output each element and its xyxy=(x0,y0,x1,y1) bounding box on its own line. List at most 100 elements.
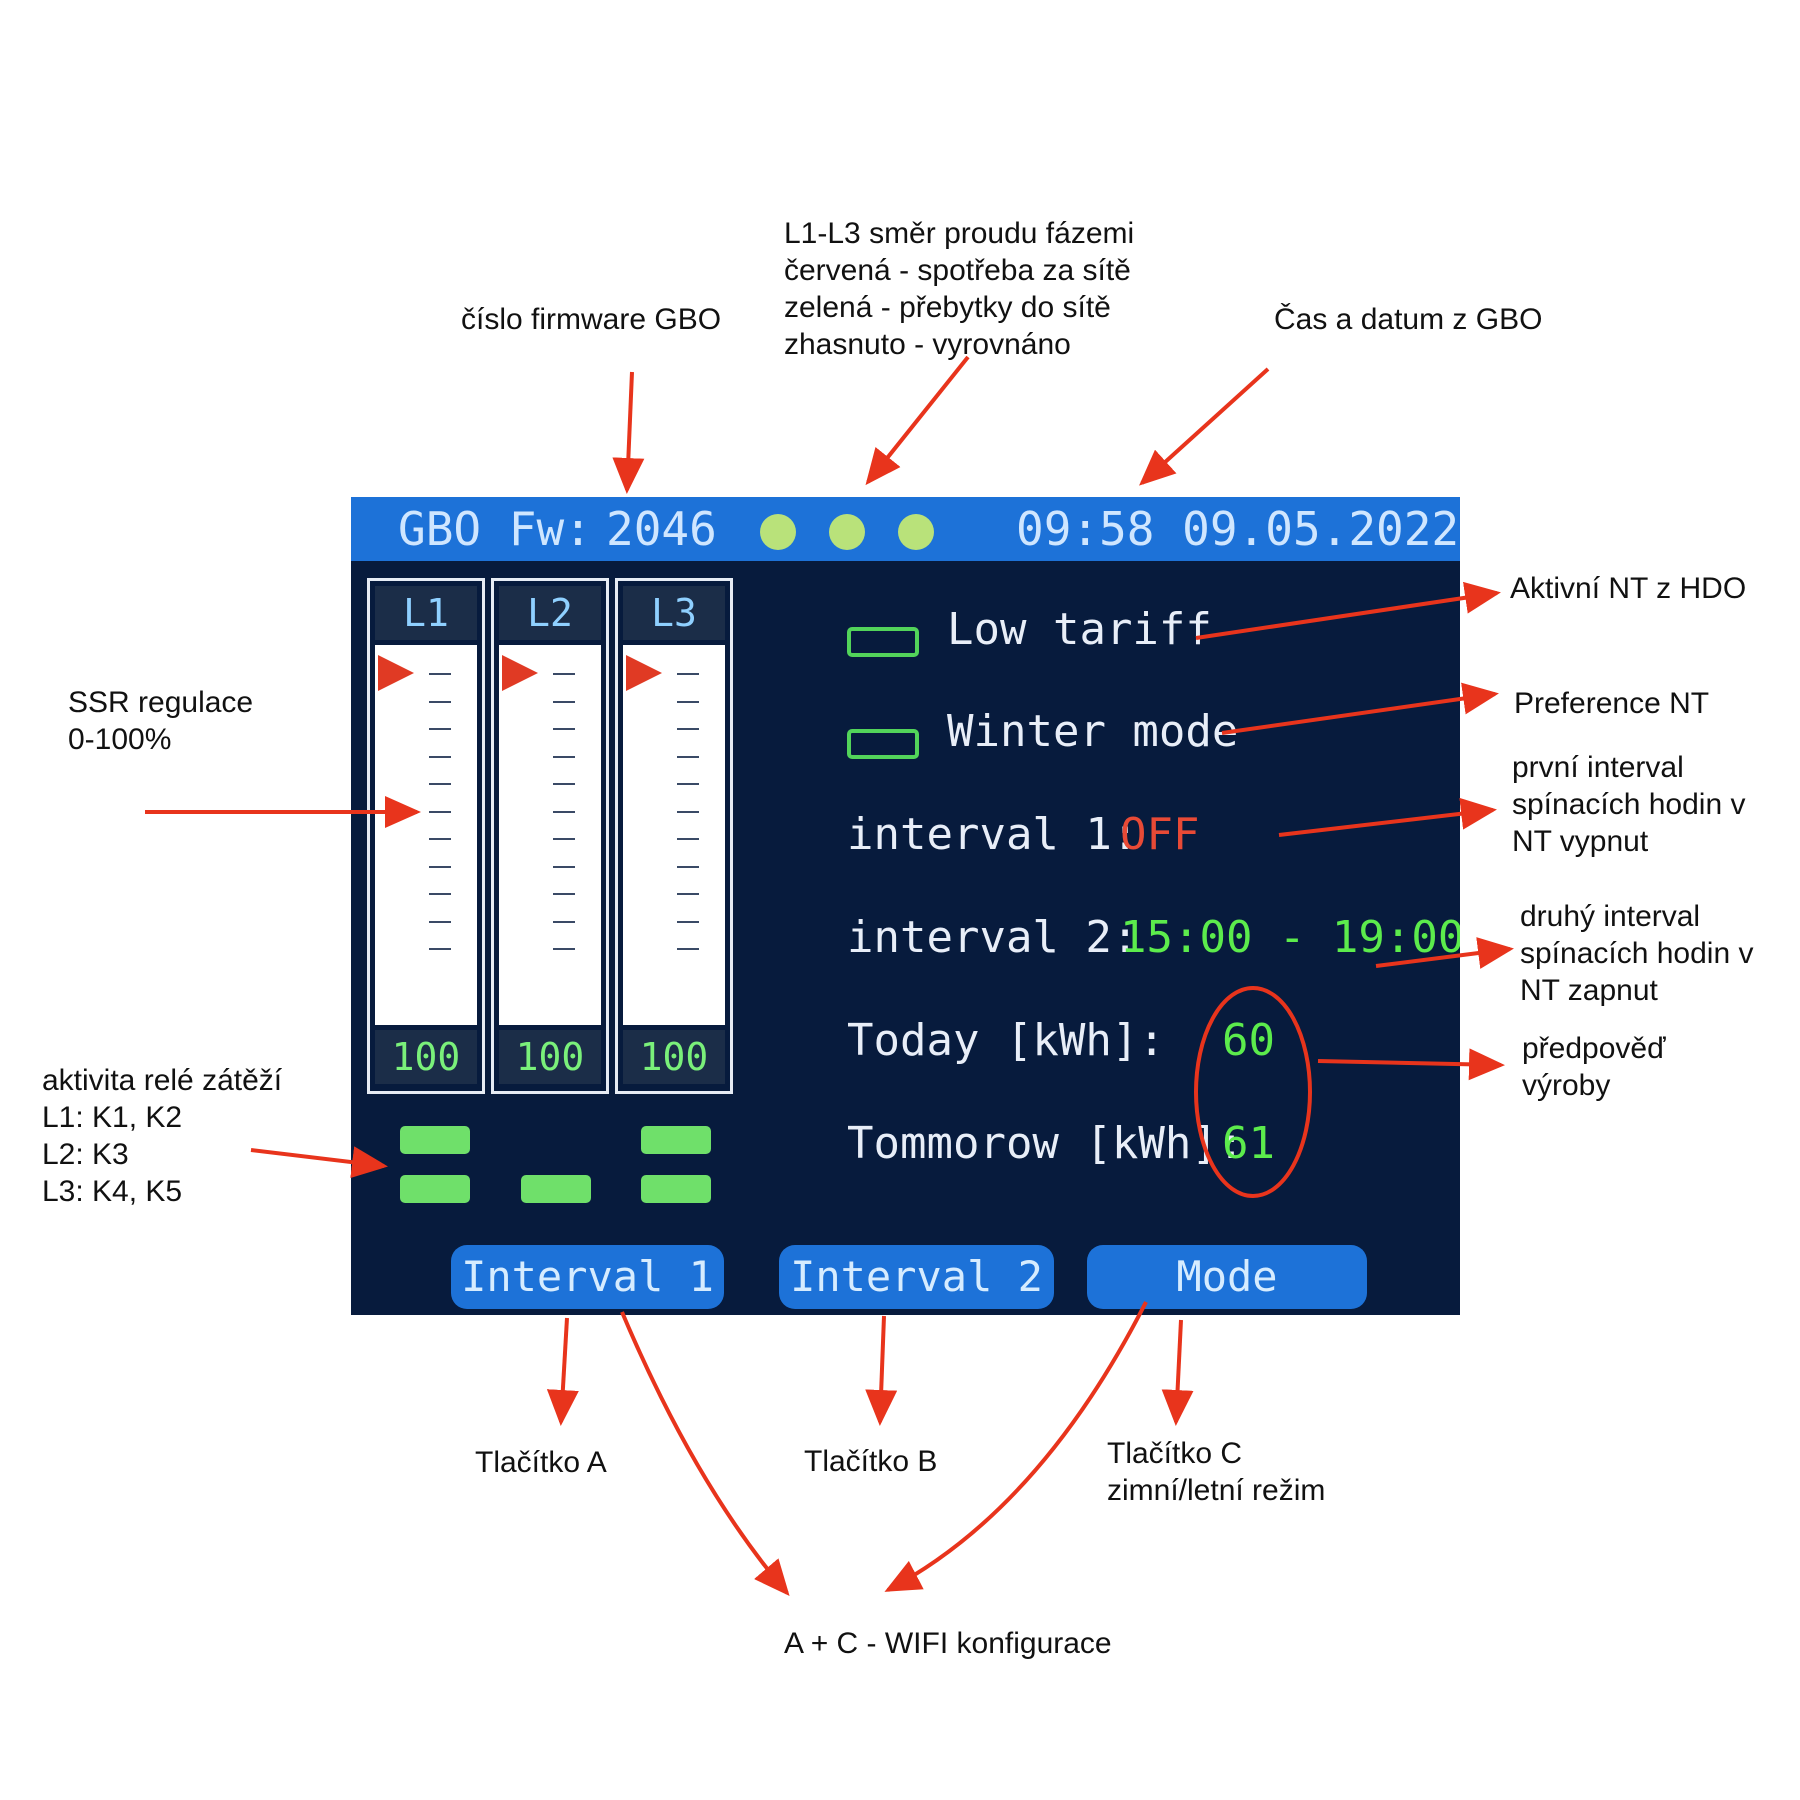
annotation-forecast: předpověď výroby xyxy=(1522,1030,1666,1104)
ssr-bar-scale xyxy=(375,645,477,1025)
phase-indicator-l2 xyxy=(829,514,865,550)
scale-tick xyxy=(677,810,699,813)
ssr-bar-value: 100 xyxy=(499,1030,601,1084)
annotation-line: NT vypnut xyxy=(1512,825,1649,858)
interval1-button[interactable]: Interval 1 xyxy=(451,1245,724,1309)
scale-tick xyxy=(429,865,451,868)
interval2-value: 15:00 - 19:00 xyxy=(1120,912,1460,963)
interval1-value: OFF xyxy=(1120,809,1200,860)
annotation-line: zhasnuto - vyrovnáno xyxy=(784,328,1071,361)
low-tariff-label: Low tariff xyxy=(947,604,1212,655)
arrow-button-a xyxy=(546,1317,579,1426)
firmware-version: 2046 xyxy=(606,502,717,556)
scale-tick xyxy=(553,755,575,758)
ssr-bar-label: L2 xyxy=(499,586,601,640)
winter-mode-indicator xyxy=(847,729,919,759)
tomorrow-value: 61 xyxy=(1222,1118,1275,1169)
scale-tick xyxy=(553,673,575,675)
annotation-line: předpověď xyxy=(1522,1032,1666,1065)
scale-tick xyxy=(553,783,575,785)
relay-k3 xyxy=(521,1175,591,1203)
scale-tick xyxy=(677,700,699,703)
annotation-line: druhý interval xyxy=(1520,900,1701,933)
scale-tick xyxy=(429,728,451,730)
annotation-line: SSR regulace xyxy=(68,686,254,719)
annotation-ssr: SSR regulace 0-100% xyxy=(68,684,253,758)
relay-k2 xyxy=(400,1175,470,1203)
ssr-bar-l1: L1 100 xyxy=(367,578,485,1094)
annotation-interval2: druhý interval spínacích hodin v NT zapn… xyxy=(1520,898,1753,1009)
phase-indicator-l1 xyxy=(760,514,796,550)
display-screen: GBO Fw: 2046 09:58 09.05.2022 L1 100 L2 … xyxy=(351,497,1460,1315)
arrow-phases xyxy=(865,355,970,486)
annotation-winter-mode: Preference NT xyxy=(1514,687,1710,720)
arrow-firmware xyxy=(612,371,645,494)
scale-tick xyxy=(553,948,575,950)
ssr-bar-value: 100 xyxy=(375,1030,477,1084)
scale-tick xyxy=(553,810,575,813)
annotation-line: zimní/letní režim xyxy=(1107,1474,1326,1507)
annotation-line: L2: K3 xyxy=(42,1138,129,1171)
annotation-button-c: Tlačítko C zimní/letní režim xyxy=(1107,1435,1325,1509)
scale-tick xyxy=(429,810,451,813)
annotation-line: L1: K1, K2 xyxy=(42,1101,183,1134)
scale-tick xyxy=(677,948,699,950)
annotation-line: Tlačítko C xyxy=(1107,1437,1243,1470)
scale-tick xyxy=(553,700,575,703)
annotation-line: L1-L3 směr proudu fázemi xyxy=(784,217,1135,250)
ssr-bar-l3: L3 100 xyxy=(615,578,733,1094)
arrow-datetime xyxy=(1139,367,1270,486)
scale-tick xyxy=(677,920,699,923)
datetime: 09:58 09.05.2022 xyxy=(1016,502,1460,556)
scale-tick xyxy=(677,728,699,730)
annotation-interval1: první interval spínacích hodin v NT vypn… xyxy=(1512,749,1745,860)
annotation-line: červená - spotřeba za sítě xyxy=(784,254,1131,287)
annotation-button-a: Tlačítko A xyxy=(475,1446,607,1479)
annotation-line: spínacích hodin v xyxy=(1520,937,1754,970)
ssr-level-pointer xyxy=(502,655,538,691)
annotation-line: výroby xyxy=(1522,1069,1611,1102)
scale-tick xyxy=(429,673,451,675)
scale-tick xyxy=(677,838,699,840)
scale-tick xyxy=(429,755,451,758)
annotation-firmware: číslo firmware GBO xyxy=(461,303,722,336)
ssr-bar-label: L3 xyxy=(623,586,725,640)
annotation-line: zelená - přebytky do sítě xyxy=(784,291,1111,324)
annotation-low-tariff: Aktivní NT z HDO xyxy=(1510,572,1747,605)
scale-tick xyxy=(553,728,575,730)
scale-tick xyxy=(429,893,451,895)
arrow-button-b xyxy=(865,1315,898,1426)
tomorrow-label: Tommorow [kWh]: xyxy=(847,1118,1245,1169)
relay-k5 xyxy=(641,1175,711,1203)
ssr-level-pointer xyxy=(378,655,414,691)
ssr-bar-l2: L2 100 xyxy=(491,578,609,1094)
scale-tick xyxy=(677,893,699,895)
ssr-bar-label: L1 xyxy=(375,586,477,640)
scale-tick xyxy=(553,838,575,840)
scale-tick xyxy=(429,783,451,785)
annotation-phases: L1-L3 směr proudu fázemi červená - spotř… xyxy=(784,215,1134,363)
scale-tick xyxy=(677,755,699,758)
annotation-datetime: Čas a datum z GBO xyxy=(1274,303,1543,336)
winter-mode-label: Winter mode xyxy=(947,706,1239,757)
scale-tick xyxy=(553,865,575,868)
ssr-bar-scale xyxy=(499,645,601,1025)
scale-tick xyxy=(677,783,699,785)
ssr-level-pointer xyxy=(626,655,662,691)
annotation-wifi: A + C - WIFI konfigurace xyxy=(784,1627,1112,1660)
low-tariff-indicator xyxy=(847,627,919,657)
scale-tick xyxy=(429,838,451,840)
scale-tick xyxy=(553,893,575,895)
phase-indicator-l3 xyxy=(898,514,934,550)
annotation-relays: aktivita relé zátěží L1: K1, K2 L2: K3 L… xyxy=(42,1062,282,1210)
annotation-line: NT zapnut xyxy=(1520,974,1658,1007)
mode-button[interactable]: Mode xyxy=(1087,1245,1367,1309)
annotation-line: 0-100% xyxy=(68,723,172,756)
interval2-button[interactable]: Interval 2 xyxy=(779,1245,1054,1309)
ssr-bar-scale xyxy=(623,645,725,1025)
arrow-wifi-a xyxy=(620,1311,790,1597)
arrow-button-c xyxy=(1161,1319,1194,1426)
ssr-bar-value: 100 xyxy=(623,1030,725,1084)
interval2-label: interval 2: xyxy=(847,912,1139,963)
relay-k1 xyxy=(400,1126,470,1154)
